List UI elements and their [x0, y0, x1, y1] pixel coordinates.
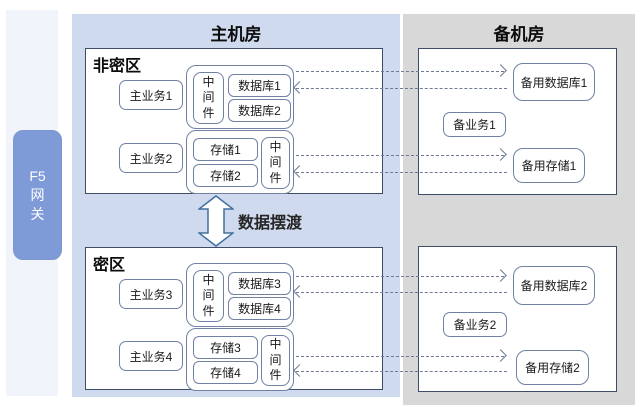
middleware-node: 中间件 — [193, 270, 224, 322]
middleware-node: 中间件 — [193, 72, 224, 124]
nonsecret-zone-label: 非密区 — [93, 58, 142, 75]
middleware-node: 中间件 — [261, 335, 290, 386]
f5-gateway-line: 网 — [30, 186, 45, 203]
dashed-arrow-left — [293, 165, 507, 178]
nonsecret-zone: 非密区 主业务1 中间件 数据库1 数据库2 主业务2 存储1 存储2 中间件 — [85, 48, 383, 194]
f5-gateway-line: F5 — [29, 167, 46, 184]
dashed-arrow-left — [293, 364, 507, 377]
backup-storage1-node: 备用存储1 — [513, 148, 585, 183]
secret-zone-label: 密区 — [93, 257, 126, 274]
f5-gateway-node: F5 网 关 — [13, 130, 62, 260]
main-biz1-node: 主业务1 — [119, 80, 183, 110]
db1-node: 数据库1 — [228, 74, 291, 97]
db2-node: 数据库2 — [228, 99, 291, 122]
backup-storage2-node: 备用存储2 — [516, 350, 589, 385]
dashed-arrow-right — [296, 148, 507, 161]
dashed-arrow-right — [296, 64, 507, 77]
storage-group-1: 存储1 存储2 中间件 — [186, 130, 294, 194]
dashed-arrow-left — [293, 81, 507, 94]
middleware-label: 中间件 — [269, 337, 282, 383]
dashed-arrow-right — [296, 349, 507, 362]
storage4-node: 存储4 — [193, 361, 258, 384]
storage3-node: 存储3 — [193, 336, 258, 359]
data-transfer-arrow-icon — [196, 195, 236, 247]
main-biz3-node: 主业务3 — [119, 279, 183, 309]
db-group-2: 中间件 数据库3 数据库4 — [186, 263, 294, 327]
storage2-node: 存储2 — [193, 164, 258, 187]
db4-node: 数据库4 — [228, 297, 291, 320]
db3-node: 数据库3 — [228, 272, 291, 295]
backup-biz2-node: 备业务2 — [443, 312, 507, 337]
middleware-node: 中间件 — [261, 137, 290, 189]
backup-db1-node: 备用数据库1 — [513, 63, 595, 101]
storage-group-2: 存储3 存储4 中间件 — [186, 328, 294, 391]
backup-room-panel: 备机房 备用数据库1 备业务1 备用存储1 备用数据库2 备业务2 备用存储2 — [403, 14, 635, 405]
backup-zone-2: 备用数据库2 备业务2 备用存储2 — [418, 246, 617, 392]
middleware-label: 中间件 — [202, 74, 215, 120]
secret-zone: 密区 主业务3 中间件 数据库3 数据库4 主业务4 存储3 存储4 中间件 — [85, 247, 383, 391]
middleware-label: 中间件 — [202, 272, 215, 318]
main-biz4-node: 主业务4 — [119, 341, 183, 371]
middleware-label: 中间件 — [269, 139, 282, 185]
backup-zone-1: 备用数据库1 备业务1 备用存储1 — [418, 48, 617, 195]
dashed-arrow-right — [296, 269, 507, 282]
dashed-arrow-left — [293, 285, 507, 298]
data-transfer-label: 数据摆渡 — [238, 215, 303, 232]
main-room-title: 主机房 — [210, 25, 262, 44]
backup-biz1-node: 备业务1 — [443, 112, 506, 137]
main-room-panel: 主机房 非密区 主业务1 中间件 数据库1 数据库2 主业务2 存储1 存储2 … — [72, 14, 400, 397]
f5-gateway-line: 关 — [30, 205, 45, 222]
storage1-node: 存储1 — [193, 138, 258, 161]
main-biz2-node: 主业务2 — [119, 143, 183, 173]
db-group-1: 中间件 数据库1 数据库2 — [186, 65, 294, 129]
backup-db2-node: 备用数据库2 — [513, 266, 595, 305]
backup-room-title: 备机房 — [493, 25, 545, 44]
